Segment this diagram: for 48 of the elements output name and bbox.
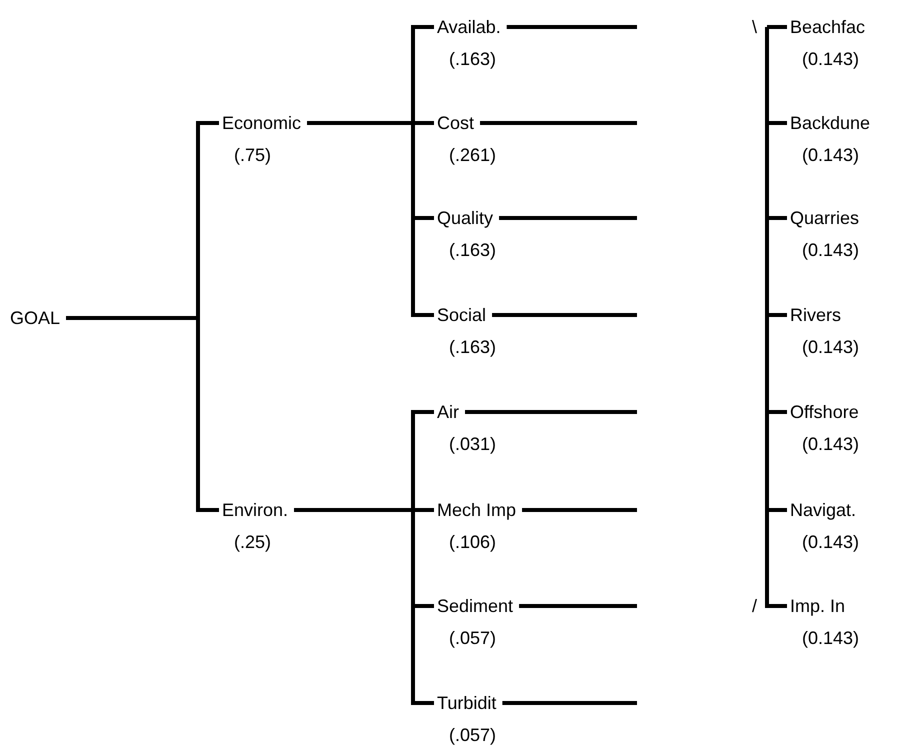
node-label: GOAL (10, 307, 60, 329)
node-label: Mech Imp (437, 499, 516, 521)
connector-line (522, 508, 637, 512)
weight-label: (0.143) (802, 433, 860, 455)
node-label: Quarries (790, 207, 860, 229)
node-label: Imp. In (790, 595, 846, 617)
weight-label: (0.143) (802, 627, 860, 649)
node-label: Backdune (790, 112, 870, 134)
node-label: Cost (437, 112, 474, 134)
node-label: Navigat. (790, 499, 856, 521)
weight-label: (.261) (449, 144, 496, 166)
node-label: Social (437, 304, 486, 326)
weight-label: (.75) (234, 144, 272, 166)
connector-line (66, 316, 219, 512)
weight-label: (.163) (449, 239, 496, 261)
connector-line (519, 604, 637, 608)
weight-label: (0.143) (802, 336, 860, 358)
node-label: Economic (222, 112, 302, 134)
node-label: Quality (437, 207, 494, 229)
weight-label: (0.143) (802, 239, 860, 261)
weight-label: (0.143) (802, 48, 860, 70)
connector-line (480, 121, 637, 125)
node-label: Environ. (222, 499, 288, 521)
connector-line (499, 216, 637, 220)
weight-label: (0.143) (802, 144, 860, 166)
weight-label: (.057) (449, 724, 496, 746)
node-label: Availab. (437, 16, 501, 38)
weight-label: (.25) (234, 531, 272, 553)
tick-mark-label: \ (752, 16, 758, 38)
connector-line (765, 25, 787, 29)
weight-label: (0.143) (802, 531, 860, 553)
node-label: Rivers (790, 304, 842, 326)
weight-label: (.057) (449, 627, 496, 649)
node-label: Beachfac (790, 16, 866, 38)
connector-line (502, 701, 637, 705)
node-label: Air (437, 401, 459, 423)
node-label: Offshore (790, 401, 859, 423)
tick-mark-label: / (752, 595, 758, 617)
weight-label: (.163) (449, 336, 496, 358)
connector-line (465, 410, 637, 414)
node-label: Turbidit (437, 692, 496, 714)
connector-line (492, 313, 637, 317)
connector-line (294, 508, 434, 705)
weight-label: (.031) (449, 433, 496, 455)
weight-label: (.163) (449, 48, 496, 70)
weight-label: (.106) (449, 531, 496, 553)
connector-line (506, 25, 637, 29)
node-label: Sediment (437, 595, 514, 617)
